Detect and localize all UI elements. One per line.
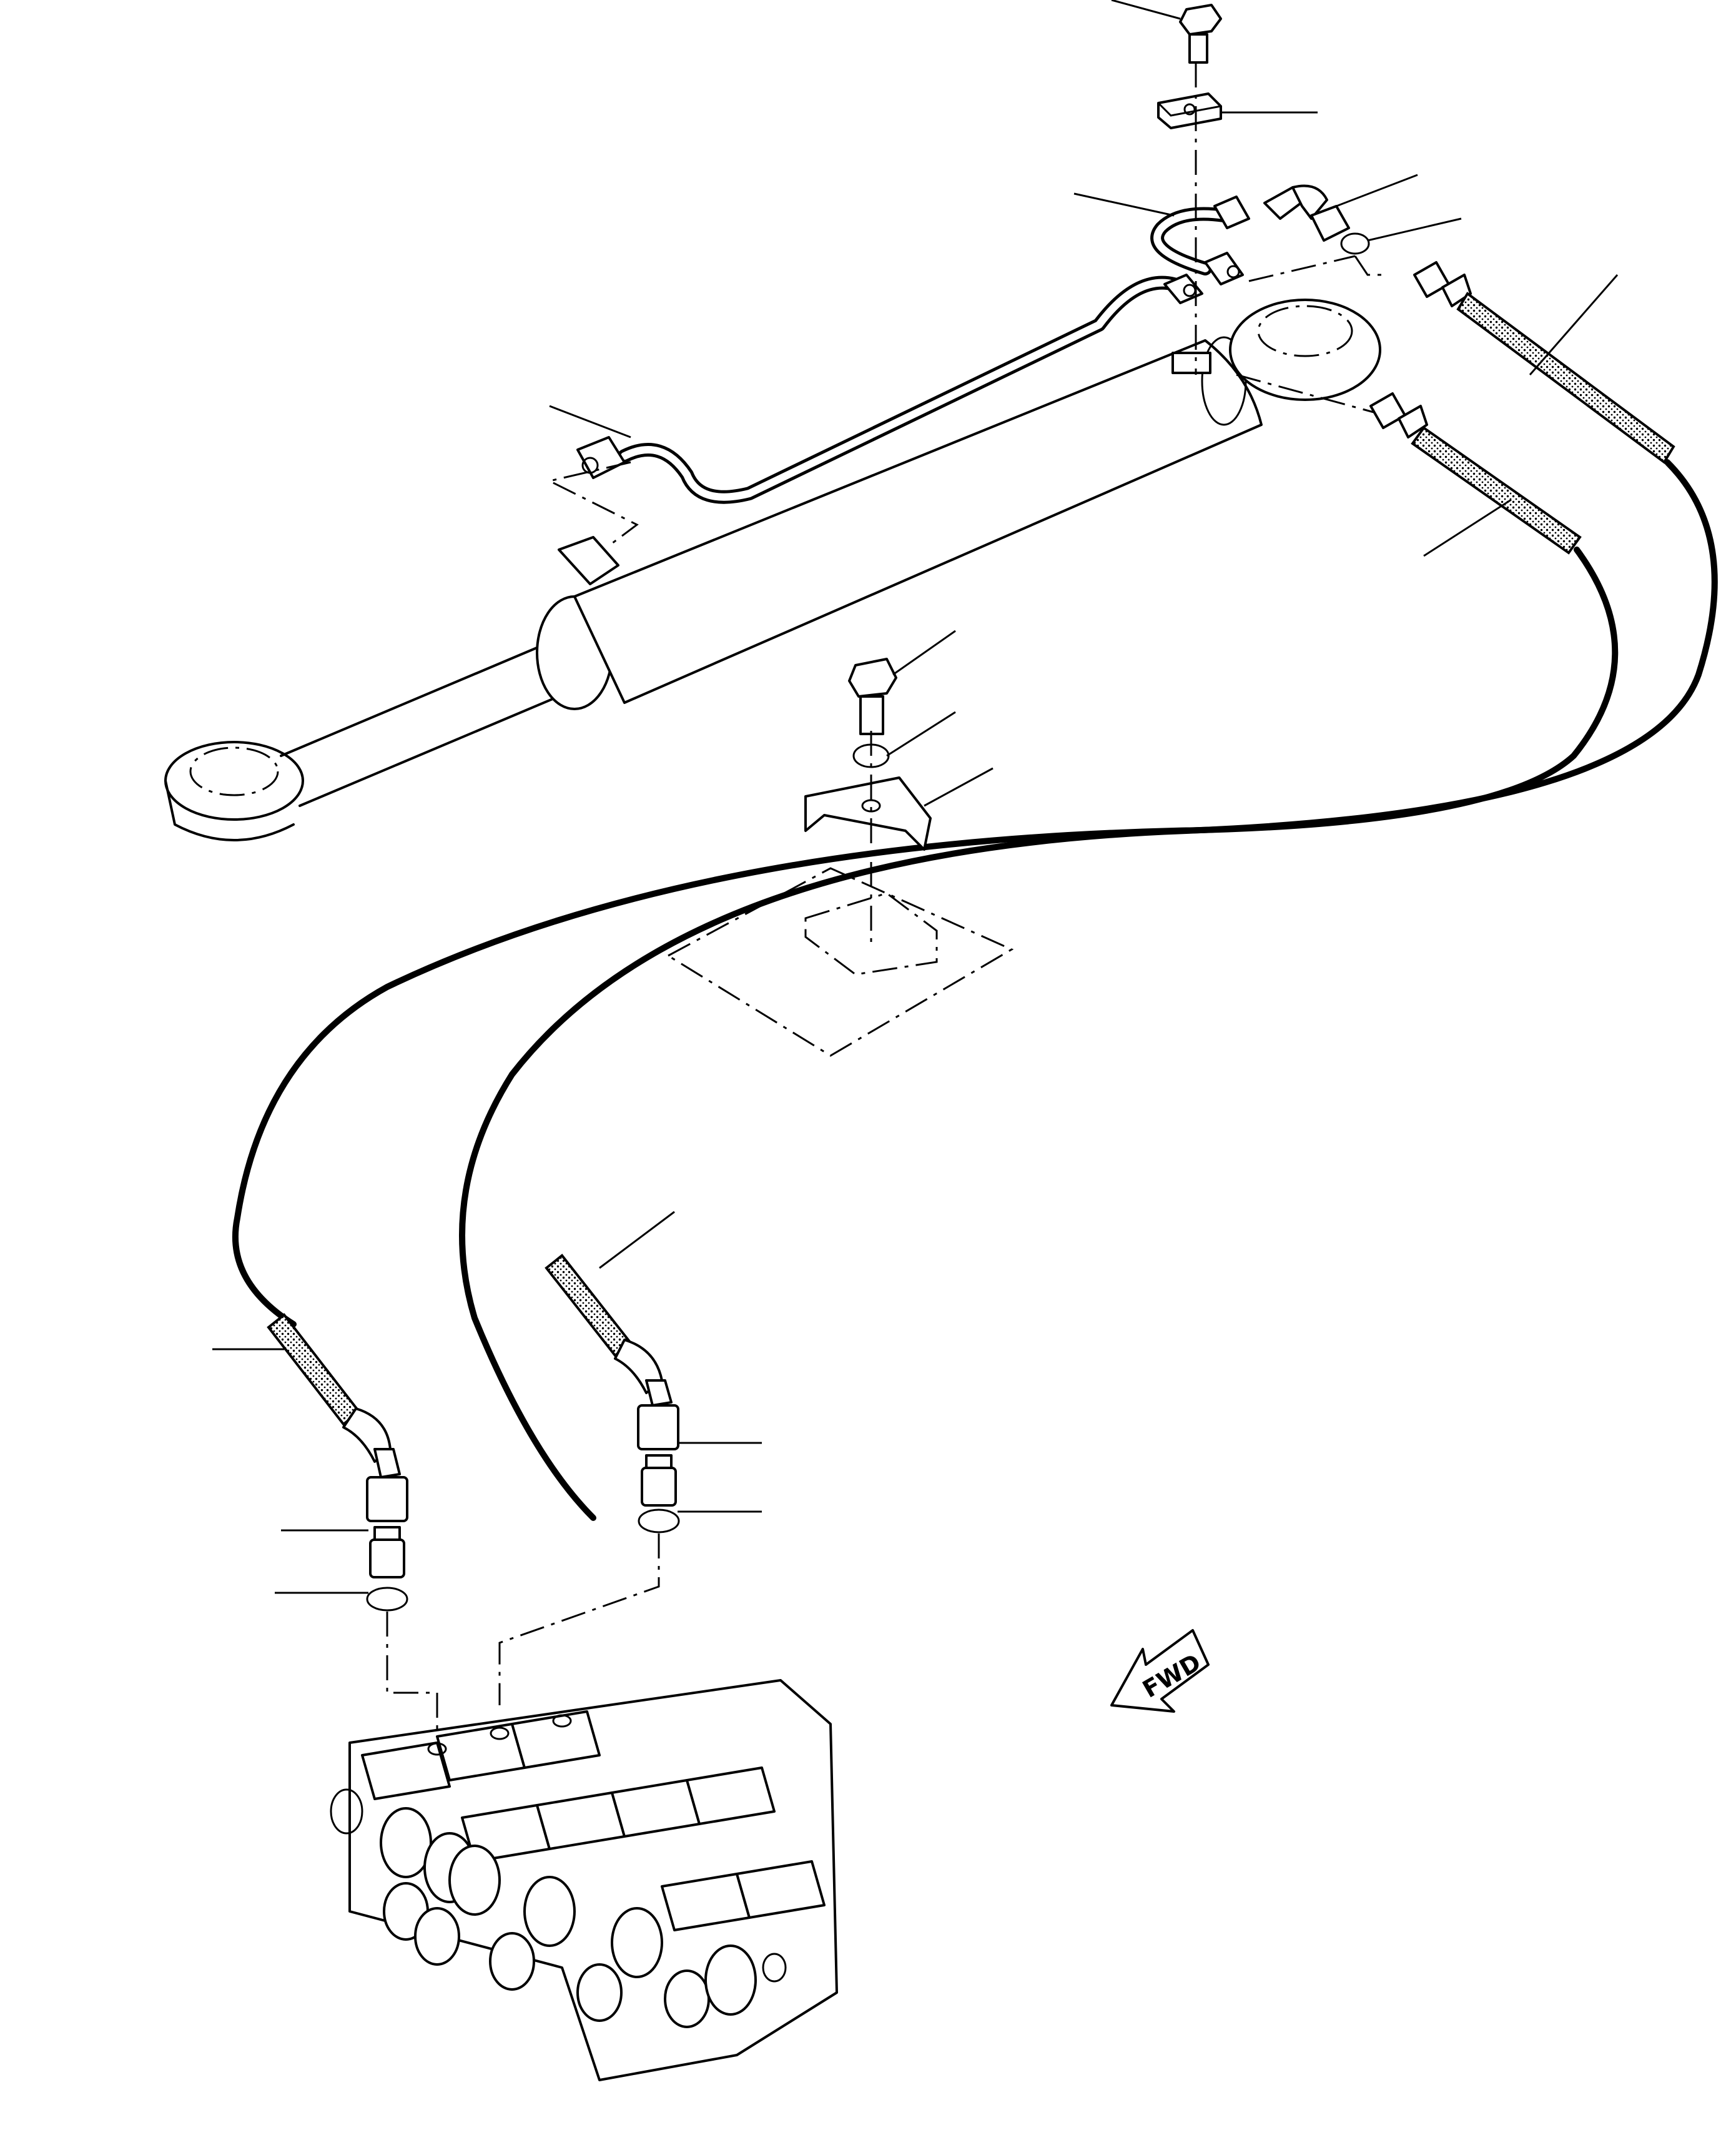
control-valve-bank <box>330 1679 838 2081</box>
piston-rod-bottom <box>298 686 582 807</box>
assembly-line-top-oring <box>1248 255 1356 282</box>
mount-bolt-center <box>848 658 897 735</box>
hose-b-run <box>232 547 1619 1327</box>
clamp-bolt-top <box>1179 4 1222 64</box>
hose-lower-fitting <box>1369 392 1428 438</box>
rigid-tube-short <box>1150 207 1231 275</box>
hose-a-lower-fitting <box>545 1254 679 1507</box>
hydraulic-cylinder <box>164 299 1381 841</box>
assembly-line-left-valve <box>386 1612 438 1743</box>
hose-b-lower-fitting <box>267 1313 408 1578</box>
o-ring-top <box>1340 232 1370 255</box>
hose-lower-sleeve <box>1411 426 1582 555</box>
mounting-bracket-outline <box>666 867 1014 1057</box>
elbow-fitting-top <box>1263 184 1350 242</box>
hose-clamp-center <box>804 776 932 851</box>
hose-upper-fitting <box>1413 261 1472 307</box>
o-ring-left <box>366 1587 408 1612</box>
hose-upper-sleeve <box>1456 292 1675 464</box>
barrel-tube-clamp <box>1171 352 1211 374</box>
rod-eye <box>164 741 304 841</box>
forward-direction-arrow: FWD <box>1110 1629 1210 1713</box>
o-ring-right <box>638 1508 680 1533</box>
tube-nut-top-3 <box>1213 196 1250 229</box>
tube-nut-top-2 <box>1204 252 1244 285</box>
assembly-line-right-valve <box>498 1533 660 1705</box>
cylinder-barrel <box>573 339 1263 704</box>
rigid-tube-long <box>618 275 1181 504</box>
tube-nut-rod-end <box>576 436 626 479</box>
tube-clamp-top <box>1157 92 1222 129</box>
callout-leaders <box>212 0 1619 1594</box>
rod-end-port-block <box>558 536 619 585</box>
piston-rod-top <box>280 636 563 757</box>
assembly-line-top-hose <box>1354 255 1386 276</box>
assembly-line-base-hose <box>1236 374 1374 414</box>
base-eye <box>1229 299 1381 401</box>
assembly-line-rod-end <box>546 461 639 545</box>
